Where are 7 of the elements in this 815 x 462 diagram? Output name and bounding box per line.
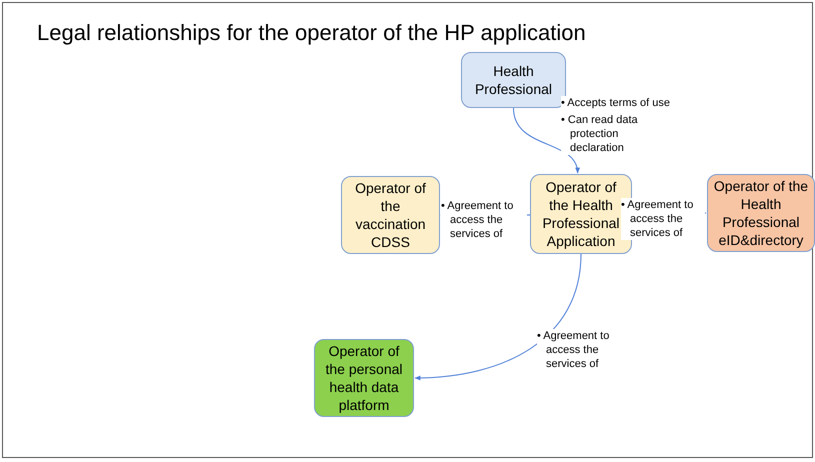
process-box: Operator of the personal health data platform [314,339,414,417]
process-box: Operator of the vaccination CDSS [341,176,440,254]
connector-arrow [414,254,582,380]
title: Legal relationships for the operator of the HP application [37,19,586,47]
connector-arrow [513,108,580,174]
process-box: Operator of the Health Professional eID&directory [707,174,815,252]
edge-label: • Agreement to access the services of [621,198,705,240]
